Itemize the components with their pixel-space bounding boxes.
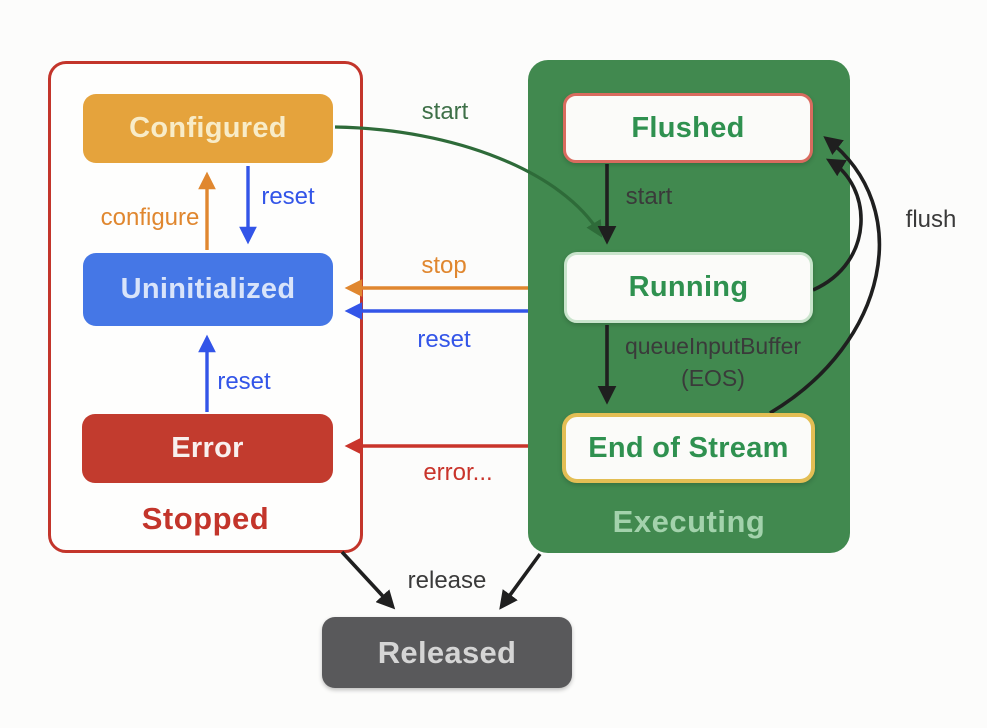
label-reset-configured: reset [261, 183, 315, 210]
label-start-configured: start [421, 98, 469, 125]
state-flushed: Flushed [563, 93, 813, 163]
state-uninitialized: Uninitialized [83, 253, 333, 326]
label-queue-input-buffer-line1: queueInputBuffer [624, 333, 802, 359]
label-queue-input-buffer: queueInputBuffer (EOS) [625, 330, 801, 394]
state-error: Error [82, 414, 333, 483]
label-reset-executing: reset [417, 326, 471, 353]
label-stop: stop [421, 252, 467, 279]
label-release: release [407, 567, 487, 594]
arrow-release-from-executing [499, 552, 542, 610]
state-running: Running [564, 252, 813, 323]
state-end-of-stream: End of Stream [562, 413, 815, 483]
group-executing-label: Executing [612, 504, 766, 539]
label-reset-error: reset [217, 368, 271, 395]
label-start-flushed: start [625, 183, 673, 210]
label-flush: flush [905, 206, 957, 233]
label-error: error... [423, 459, 493, 486]
label-queue-input-buffer-line2: (EOS) [681, 365, 745, 391]
arrow-release-from-stopped [340, 550, 396, 610]
group-stopped-label: Stopped [141, 501, 270, 536]
state-configured: Configured [83, 94, 333, 163]
state-released: Released [322, 617, 572, 688]
label-configure: configure [100, 204, 200, 231]
